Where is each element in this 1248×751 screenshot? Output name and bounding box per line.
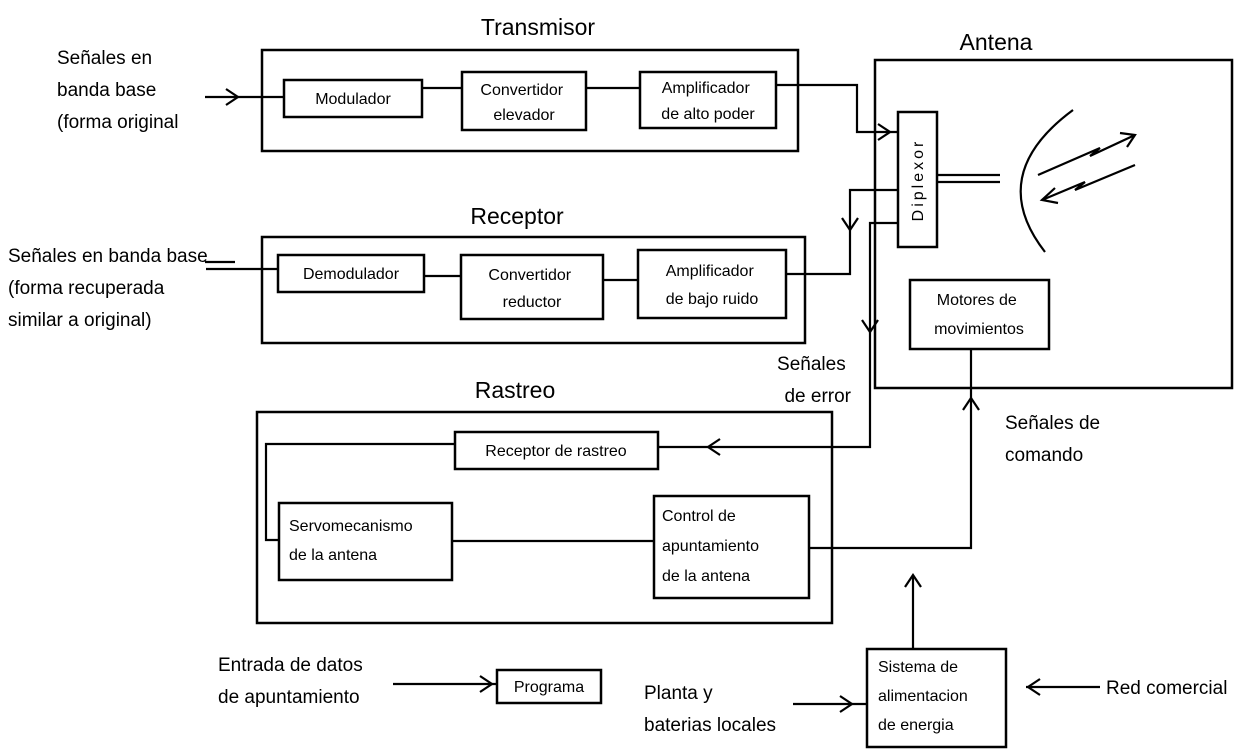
receptor-rastreo-label: Receptor de rastreo [485,443,627,460]
transmisor-group [260,48,800,153]
entrada-datos-label: Entrada de datos de apuntamiento [218,655,368,708]
servomecanismo-box [277,501,454,582]
senales-banda-base-tx-label: Señales en banda base (forma original [57,48,178,133]
rastreo-title: Rastreo [475,377,556,403]
transmisor-title: Transmisor [481,14,595,40]
programa-box [495,668,603,705]
amplificador-bajo-ruido-box [636,248,788,320]
sistema-alimentacion-label: Sistema de alimentacion de energia [878,659,972,734]
modulador-label: Modulador [315,91,391,108]
control-apuntamiento-label: Control de apuntamiento de la antena [662,508,763,585]
convertidor-reductor-label: Convertidor reductor [488,267,575,311]
convertidor-elevador-label: Convertidor elevador [480,82,567,124]
amplificador-bajo-ruido-label: Amplificador de bajo ruido [666,263,759,308]
servomecanismo-label: Servomecanismo de la antena [289,518,417,564]
red-comercial-label: Red comercial [1106,678,1227,699]
amplificador-alto-poder-box [638,70,778,130]
modulador-box [282,78,424,119]
planta-baterias-label: Planta y baterias locales [644,683,776,736]
diplexor-box [896,110,939,249]
connectors [205,83,1100,713]
senales-banda-base-rx-label: Señales en banda base (forma recuperada … [8,246,213,331]
senales-comando-label: Señales de comando [1005,413,1105,466]
demodulador-box [276,253,426,294]
programa-label: Programa [514,679,584,696]
convertidor-reductor-box [459,253,605,321]
receptor-group [260,235,807,345]
sistema-alimentacion-box [865,647,1008,749]
diplexor-label: Diplexor [910,139,927,222]
rastreo-group [255,410,834,625]
antena-group [873,58,1234,390]
motores-label: Motores de movimientos [934,292,1024,338]
demodulador-label: Demodulador [303,266,400,283]
antena-title: Antena [960,29,1033,55]
signal-arrows-icon [1037,131,1137,205]
receptor-title: Receptor [470,203,564,229]
dish-antenna-icon [937,109,1074,253]
convertidor-elevador-box [460,70,588,132]
receptor-rastreo-box [453,430,660,471]
senales-error-label: Señales de error [777,354,852,407]
amplificador-alto-poder-label: Amplificador de alto poder [661,80,755,123]
motores-box [908,278,1051,351]
